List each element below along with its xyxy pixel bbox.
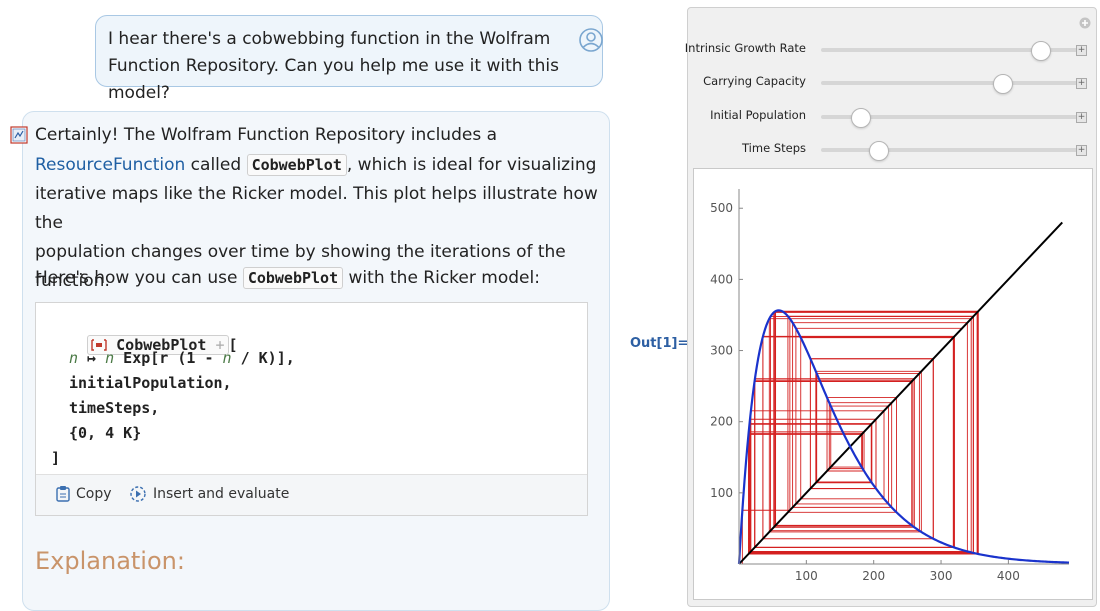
y-tick-label: 400: [710, 272, 733, 286]
user-avatar-icon: [579, 28, 603, 52]
code-line-2: n ↦ n Exp[r (1 - n / K)],: [69, 349, 295, 367]
code-expr: Exp[r (1 -: [114, 349, 223, 367]
clipboard-icon: [56, 486, 70, 502]
user-message-text: I hear there's a cobwebbing function in …: [108, 29, 559, 103]
code-var-n: n: [222, 349, 232, 367]
slider-label: Intrinsic Growth Rate: [684, 41, 806, 55]
paragraph-text: population changes over time by showing …: [35, 242, 566, 291]
paragraph-text: iterative maps like the Ricker model. Th…: [35, 184, 598, 233]
output-label: Out[1]=: [630, 336, 689, 351]
code-block: CobwebPlot +[ n ↦ n Exp[r (1 - n / K)], …: [35, 302, 588, 516]
code-var-n: n: [69, 349, 79, 367]
insert-evaluate-icon: [130, 486, 146, 502]
insert-evaluate-button[interactable]: Insert and evaluate: [129, 485, 289, 503]
code-line-3: initialPopulation,: [69, 374, 232, 392]
manipulate-panel: Intrinsic Growth Rate + Carrying Capacity +…: [684, 7, 1097, 607]
slider-label: Initial Population: [710, 108, 806, 122]
paragraph-text: Here's how you can use: [35, 268, 243, 288]
expand-icon[interactable]: +: [215, 336, 225, 354]
y-tick-label: 200: [710, 415, 733, 429]
slider-thumb[interactable]: [1031, 41, 1052, 61]
paragraph-text: with the Ricker model:: [343, 268, 540, 288]
code-arrow: ↦: [78, 349, 106, 367]
options-plus-icon[interactable]: [1079, 17, 1091, 29]
code-fn-name: CobwebPlot: [116, 336, 207, 354]
paragraph-text: called: [185, 155, 247, 175]
user-message-bubble: I hear there's a cobwebbing function in …: [95, 15, 603, 103]
x-tick-label: 300: [930, 569, 953, 583]
slider-expand-icon[interactable]: +: [1076, 112, 1087, 123]
copy-label: Copy: [76, 485, 112, 502]
resource-function-icon: [91, 339, 107, 351]
cobweb-plot-svg: 100 200 300 400 100 200 300 400 500: [710, 189, 1070, 583]
slider-expand-icon[interactable]: +: [1076, 145, 1087, 156]
slider-thumb[interactable]: [992, 74, 1013, 94]
y-tick-label: 100: [710, 486, 733, 500]
code-var-n: n: [105, 349, 115, 367]
slider-expand-icon[interactable]: +: [1076, 78, 1087, 89]
x-tick-label: 100: [795, 569, 818, 583]
y-tick-label: 500: [710, 201, 733, 215]
code-line-5: {0, 4 K}: [69, 424, 142, 442]
x-tick-label: 400: [997, 569, 1020, 583]
slider-label: Time Steps: [742, 141, 806, 155]
inline-code-cobwebplot: CobwebPlot: [242, 267, 344, 289]
code-line-1: CobwebPlot +[: [51, 317, 238, 373]
assistant-avatar-icon: [10, 126, 28, 144]
insert-evaluate-label: Insert and evaluate: [153, 486, 290, 502]
y-tick-label: 300: [710, 344, 733, 358]
code-expr: / K)],: [231, 349, 295, 367]
diagonal-series: [738, 221, 1063, 565]
resource-function-chip[interactable]: CobwebPlot +: [87, 335, 229, 355]
cobweb-plot: 100 200 300 400 100 200 300 400 500: [693, 168, 1093, 600]
resource-function-link[interactable]: ResourceFunction: [35, 155, 186, 175]
slider-expand-icon[interactable]: +: [1076, 45, 1087, 56]
ricker-curve-series: [737, 309, 1070, 565]
assistant-paragraph-2: Here's how you can use CobwebPlot with t…: [35, 264, 605, 293]
code-line-6: ]: [51, 449, 61, 467]
assistant-paragraph-1: Certainly! The Wolfram Function Reposito…: [35, 121, 605, 296]
code-block-toolbar: Copy Insert and evaluate: [36, 474, 587, 515]
explanation-heading: Explanation:: [35, 547, 185, 575]
paragraph-text: Certainly! The Wolfram Function Reposito…: [35, 125, 497, 145]
slider-track[interactable]: [821, 41, 1079, 61]
paragraph-text: , which is ideal for visualizing: [346, 155, 597, 175]
slider-track[interactable]: [821, 108, 1079, 128]
slider-thumb[interactable]: [850, 108, 871, 128]
slider-track[interactable]: [821, 74, 1079, 94]
slider-thumb[interactable]: [868, 141, 889, 161]
slider-label: Carrying Capacity: [703, 74, 806, 88]
x-tick-label: 200: [862, 569, 885, 583]
copy-button[interactable]: Copy: [56, 485, 112, 502]
inline-code-cobwebplot: CobwebPlot: [246, 154, 347, 176]
code-open-bracket: [: [228, 336, 238, 354]
code-line-4: timeSteps,: [69, 399, 160, 417]
slider-track[interactable]: [821, 141, 1079, 161]
